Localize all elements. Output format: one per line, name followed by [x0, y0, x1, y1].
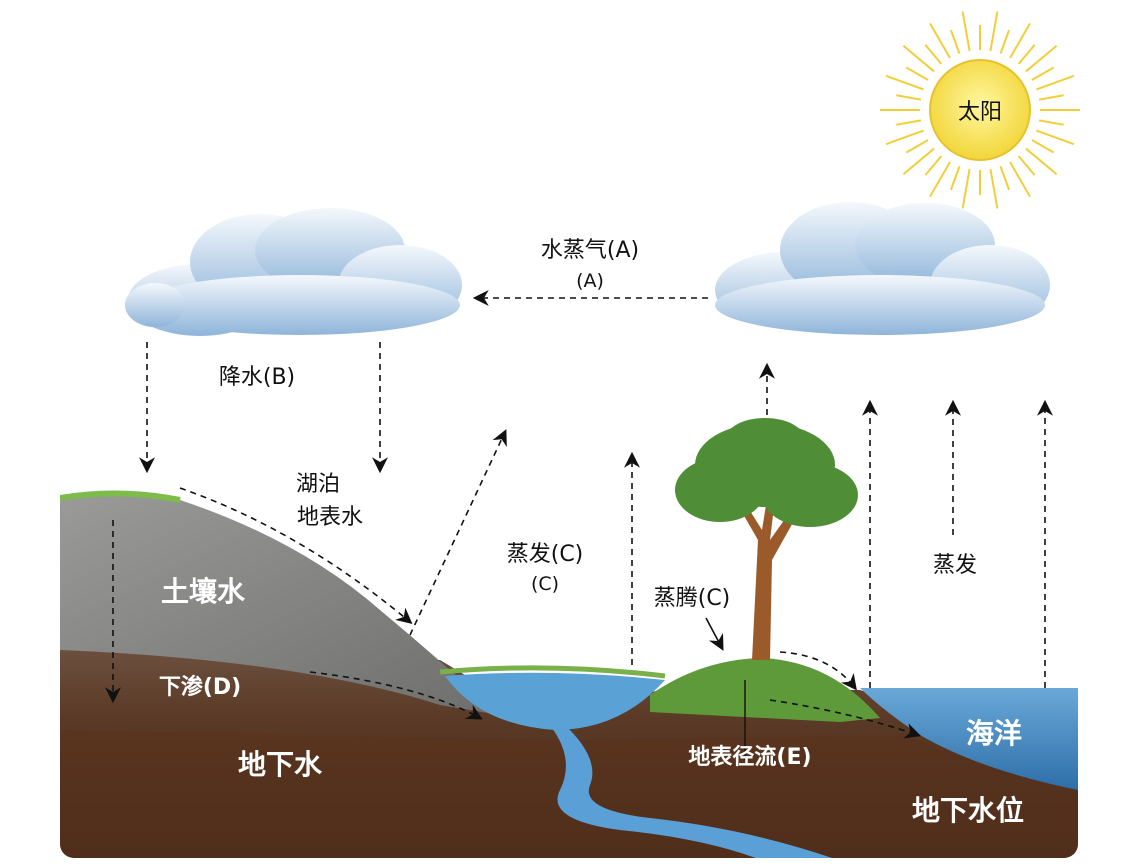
infiltration-flow-arrow	[309, 671, 483, 720]
evaporation-label: 蒸发(C)	[507, 542, 584, 567]
vapor-label: 水蒸气(A)	[541, 238, 639, 263]
sun-ray	[1009, 161, 1031, 198]
sun-ray	[949, 166, 961, 191]
left-cloud	[125, 208, 462, 336]
sun-ray	[1036, 74, 1075, 91]
sun-ray	[902, 147, 935, 176]
sun-ray	[1025, 147, 1058, 176]
sun-ray	[989, 168, 999, 209]
lake-label-1: 湖泊	[296, 472, 340, 497]
sun-ray	[989, 11, 999, 52]
transpiration-pointer	[705, 617, 724, 651]
sun-ray	[1036, 129, 1075, 146]
sun-ray	[961, 168, 971, 209]
sun-ray	[929, 22, 951, 59]
green-hill	[650, 658, 880, 722]
sun-ray	[896, 119, 922, 126]
river	[552, 728, 860, 858]
sun-ray	[924, 44, 943, 65]
lake	[445, 672, 665, 730]
sun-ray	[885, 129, 924, 146]
ocean-label: 海洋	[966, 717, 1022, 750]
sun-ray	[905, 66, 929, 81]
sun-ray	[896, 94, 922, 101]
sun-ray	[1017, 44, 1036, 65]
sun-icon: 太阳	[880, 11, 1080, 209]
sun-ray	[961, 11, 971, 52]
runoff-label: 地表径流(E)	[688, 744, 811, 770]
flow-arrows	[105, 290, 1053, 760]
vapor-sub-label: (A)	[576, 270, 604, 292]
sun-ray	[924, 155, 943, 176]
infiltration-label: 下渗(D)	[159, 674, 241, 700]
sun-ray	[1038, 94, 1064, 101]
transpiration-label: 蒸腾(C)	[654, 586, 731, 611]
sun-ray	[1017, 155, 1036, 176]
ocean	[860, 688, 1078, 790]
tree-icon	[675, 418, 858, 660]
sun-ray	[949, 29, 961, 54]
soil-water-label: 土壤水	[161, 575, 246, 608]
sun-ray	[1009, 22, 1031, 59]
ocean-evaporation-label: 蒸发	[933, 553, 977, 578]
runoff-arrow	[779, 651, 857, 691]
sun-ray	[885, 74, 924, 91]
sun-ray	[929, 161, 951, 198]
runoff-arrow	[769, 699, 922, 739]
sun-ray	[1031, 66, 1055, 81]
sun-ray	[1038, 119, 1064, 126]
evaporation-arrow	[409, 429, 507, 636]
lake-label-2: 地表水	[297, 505, 363, 530]
rock-hill	[60, 495, 500, 715]
sun-label: 太阳	[958, 100, 1002, 125]
sun-ray	[902, 44, 935, 73]
sun-ray	[905, 139, 929, 154]
precipitation-label: 降水(B)	[219, 365, 295, 390]
ground	[60, 490, 1078, 858]
water-table-label: 地下水位	[912, 794, 1024, 827]
evaporation-sub-label: (C)	[531, 573, 559, 595]
right-cloud	[715, 202, 1050, 335]
groundwater-label: 地下水	[238, 748, 323, 781]
surface-flow-arrow	[179, 487, 413, 625]
sun-ray	[1025, 44, 1058, 73]
sun-ray	[999, 29, 1011, 54]
sun-ray	[999, 166, 1011, 191]
sun-ray	[1031, 139, 1055, 154]
